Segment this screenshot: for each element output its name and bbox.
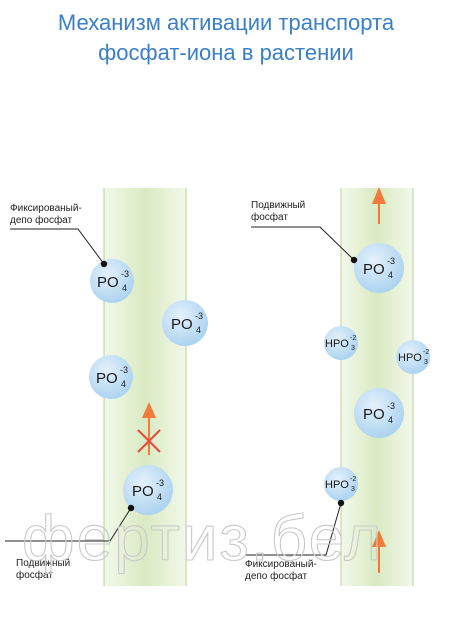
left-up-arrow-icon [142,402,156,455]
diagram-title: Механизм активации транспорта фосфат-ион… [0,8,452,68]
right-label-fixed-line-1: Фиксированый- [245,559,317,570]
right-ion-small-1-index: 3 [351,345,355,352]
watermark-text: фертиз.бел [22,502,383,574]
left-ion-1-formula: PO [97,274,119,291]
right-ion-small-1-formula: HPO [325,338,349,350]
right-ion-large-2-charge: -3 [387,401,395,411]
left-ion-3-charge: -3 [120,365,128,375]
right-up-arrow-icon-bottom [372,530,386,573]
left-label-mobile: Подвижный фосфат [5,504,135,581]
right-ion-large-1-index: 4 [388,270,393,280]
right-ion-large-1-charge: -3 [387,256,395,266]
right-ion-small-2-charge: -2 [423,349,429,356]
left-ion-2-index: 4 [196,325,201,335]
left-ion-2-charge: -3 [195,311,203,321]
right-ion-small-1-charge: -2 [350,335,356,342]
left-ion-2: PO -3 4 [162,300,208,346]
right-ion-small-3-charge: -2 [350,476,356,483]
right-ion-large-2: PO -3 4 [354,388,404,438]
right-ion-small-2-formula: HPO [398,352,422,364]
right-ion-large-2-index: 4 [388,415,393,425]
right-ion-small-2: HPO -2 3 [396,340,430,374]
right-label-fixed: Фиксированый- депо фосфат [245,499,345,582]
right-ion-small-3-index: 3 [351,486,355,493]
left-label-mobile-line-2: фосфат [16,569,53,581]
title-line-1: Механизм активации транспорта [57,10,395,35]
left-ion-4: PO -3 4 [123,465,173,515]
left-ion-3: PO -3 4 [89,355,133,399]
left-label-mobile-line-1: Подвижный [16,558,70,569]
left-label-fixed-line-1: Фиксированый- [10,203,82,214]
left-ion-1-index: 4 [122,283,127,293]
left-ion-4-formula: PO [132,483,154,500]
right-ion-small-2-index: 3 [424,359,428,366]
left-label-fixed: Фиксированый- депо фосфат [10,203,108,268]
left-ion-1: PO -3 4 [90,259,134,303]
right-label-fixed-line-2: депо фосфат [245,570,308,582]
right-ion-small-3: HPO -2 3 [324,467,358,501]
left-ion-2-formula: PO [171,316,193,333]
right-ion-small-1: HPO -2 3 [324,326,358,360]
blocked-cross-icon [137,429,161,453]
right-ion-large-1: PO -3 4 [354,243,404,293]
title-line-2: фосфат-иона в растении [98,40,354,65]
right-label-mobile-line-2: фосфат [251,211,288,223]
right-label-mobile-line-1: Подвижный [251,200,305,211]
right-ion-large-1-formula: PO [363,261,385,278]
left-label-fixed-line-2: депо фосфат [10,214,73,226]
right-ion-small-3-formula: HPO [325,479,349,491]
right-up-arrow-icon-top [372,187,386,224]
right-label-mobile: Подвижный фосфат [251,200,358,264]
left-ion-3-index: 4 [121,379,126,389]
left-ion-3-formula: PO [96,370,118,387]
left-ion-1-charge: -3 [121,269,129,279]
right-ion-large-2-formula: PO [363,406,385,423]
left-ion-4-index: 4 [157,492,162,502]
left-ion-4-charge: -3 [156,478,164,488]
